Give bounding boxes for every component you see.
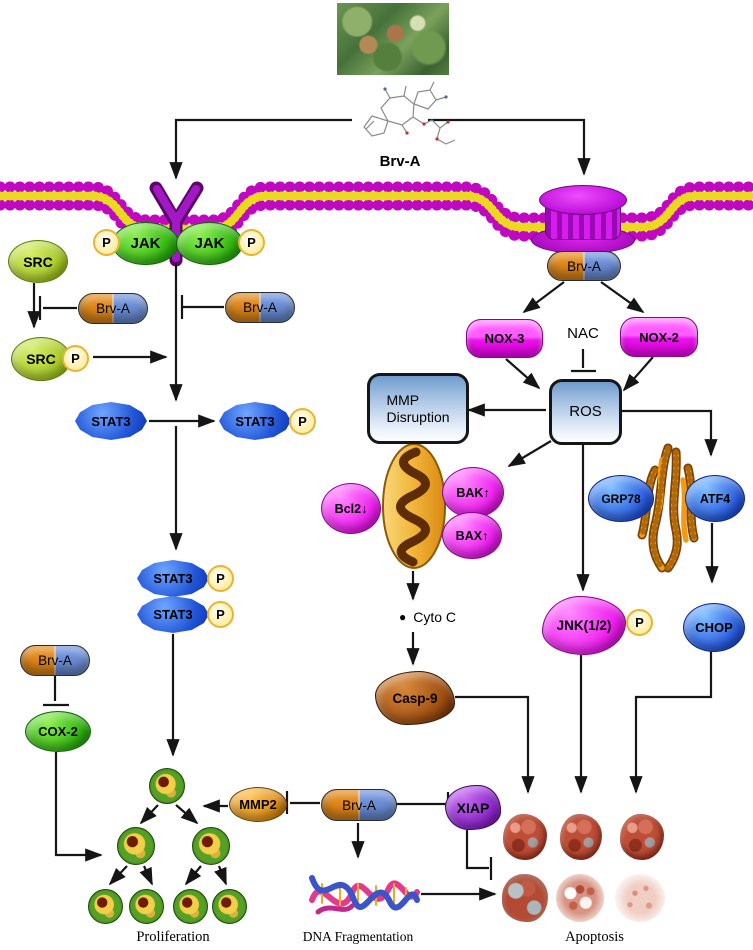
brva-pill-jak: Brv-A xyxy=(225,292,295,323)
proliferation-label: Proliferation xyxy=(136,928,210,945)
stat3-dimer-bottom: STAT3 xyxy=(137,596,209,633)
dna-icon xyxy=(309,875,420,915)
apoptosis-cell xyxy=(556,874,604,922)
proliferation-cell xyxy=(88,889,123,924)
jak-right-node: JAK xyxy=(176,222,243,265)
stat3-dimer-top: STAT3 xyxy=(137,560,209,597)
apoptosis-cell xyxy=(560,814,602,860)
atf4-node: ATF4 xyxy=(685,475,745,522)
compound-caption: Brv-A xyxy=(379,152,421,170)
proliferation-cell xyxy=(192,827,230,865)
nac-label: NAC xyxy=(567,325,599,342)
plant-photo xyxy=(337,3,449,75)
cyto-c-dot-icon: ● xyxy=(399,610,407,624)
bcl2-node: Bcl2↓ xyxy=(321,483,381,534)
brva-pill-src: Brv-A xyxy=(78,293,148,324)
phospho-badge: P xyxy=(238,229,265,256)
cox2-node: COX-2 xyxy=(25,711,91,752)
proliferation-cell xyxy=(129,889,164,924)
mmp-disruption-box: MMP Disruption xyxy=(367,373,469,444)
proliferation-cell xyxy=(173,889,208,924)
casp9-node: Casp-9 xyxy=(375,671,455,725)
apoptosis-label: Apoptosis xyxy=(565,928,624,945)
grp78-node: GRP78 xyxy=(588,475,654,522)
apoptosis-cell xyxy=(615,874,665,922)
membrane-channel-icon xyxy=(539,185,627,215)
phospho-badge: P xyxy=(207,601,234,628)
nox3-node: NOX-3 xyxy=(466,319,543,358)
stat3-p-node: STAT3 xyxy=(219,402,291,440)
dna-fragmentation-label: DNA Fragmentation xyxy=(302,929,414,944)
bax-node: BAX↑ xyxy=(442,512,502,559)
phospho-badge: P xyxy=(93,229,120,256)
proliferation-cell xyxy=(117,827,155,865)
phospho-badge: P xyxy=(207,565,234,592)
phospho-badge: P xyxy=(626,609,653,636)
apoptosis-cell xyxy=(503,814,547,860)
xiap-node: XIAP xyxy=(445,785,501,830)
src-node: SRC xyxy=(8,240,68,283)
phospho-badge: P xyxy=(62,345,89,372)
jak-left-node: JAK xyxy=(112,222,179,265)
apoptosis-cell xyxy=(502,874,548,922)
ros-box: ROS xyxy=(549,379,622,445)
brva-pill-channel: Brv-A xyxy=(547,251,621,281)
bak-node: BAK↑ xyxy=(442,467,504,518)
mmp2-node: MMP2 xyxy=(229,787,287,822)
stat3-node: STAT3 xyxy=(75,402,147,440)
cyto-c-label: ● Cyto C xyxy=(399,609,457,625)
mitochondria-icon xyxy=(382,443,446,569)
proliferation-cell xyxy=(212,889,247,924)
brva-pill-cox: Brv-A xyxy=(20,645,90,676)
brva-pill-bottom: Brv-A xyxy=(321,789,397,821)
chop-node: CHOP xyxy=(683,603,745,652)
apoptosis-cell xyxy=(620,814,664,860)
phospho-badge: P xyxy=(289,408,316,435)
proliferation-cell xyxy=(149,768,185,804)
jnk-node: JNK(1/2) xyxy=(542,596,626,655)
nox2-node: NOX-2 xyxy=(620,317,698,357)
brv-a-molecule xyxy=(363,81,456,145)
